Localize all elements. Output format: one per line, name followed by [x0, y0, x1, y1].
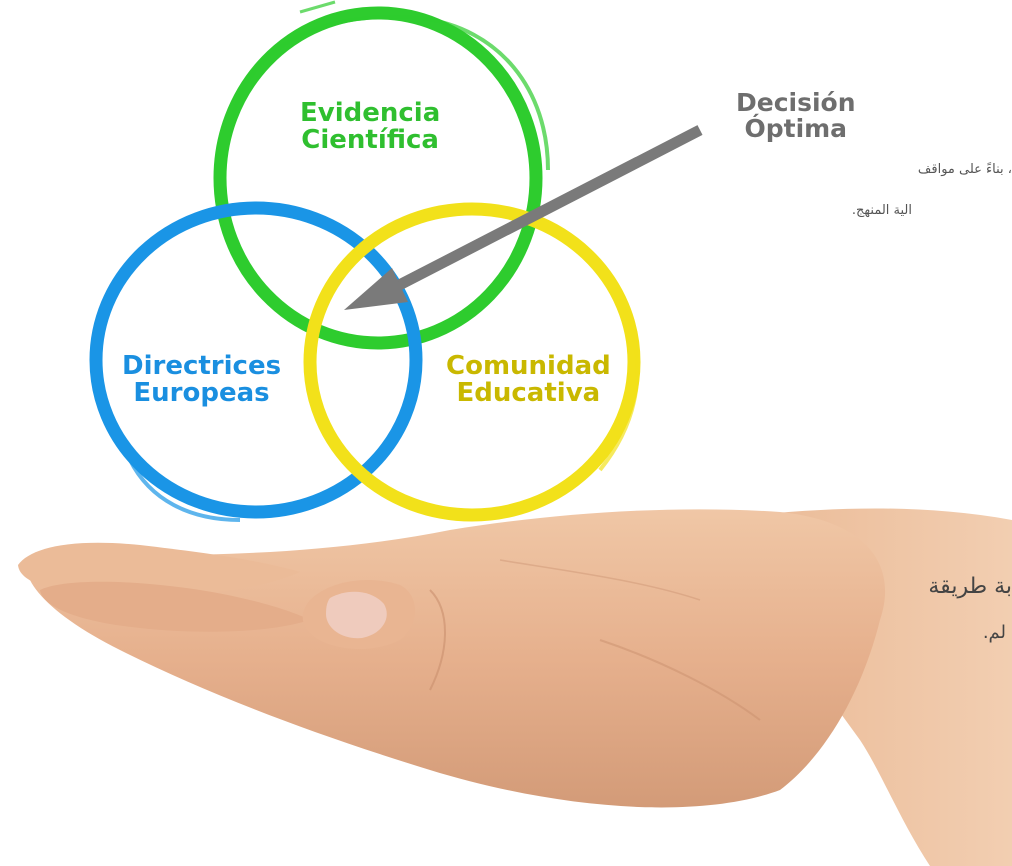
circle-directrices [89, 201, 423, 522]
label-directrices-europeas: Directrices Europeas [122, 351, 282, 409]
circle-evidencia [213, 0, 550, 350]
label-evidencia-line-1: Evidencia [300, 98, 441, 128]
label-decision-line-1: Decisión [736, 88, 856, 117]
label-comunidad-line-2: Educativa [456, 378, 601, 409]
arabic-text-large-1: بة طريقة [928, 574, 1012, 599]
label-directrices-line-2: Europeas [133, 378, 270, 409]
label-comunidad-line-1: Comunidad [446, 351, 611, 381]
arabic-text-large-2: لم. [982, 622, 1006, 643]
circle-comunidad [303, 202, 641, 522]
arabic-text-small-2: الية المنهج. [851, 203, 912, 218]
label-directrices-line-1: Directrices [122, 351, 282, 381]
label-evidencia-cientifica: Evidencia Científica [300, 98, 441, 156]
label-decision-optima: Decisión Óptima [736, 88, 856, 144]
label-decision-line-2: Óptima [744, 114, 848, 144]
label-evidencia-line-2: Científica [301, 125, 439, 156]
arabic-text-small-1: ، بناءً على مواقف [917, 162, 1012, 177]
decision-arrow [344, 125, 703, 310]
label-comunidad-educativa: Comunidad Educativa [446, 351, 611, 409]
